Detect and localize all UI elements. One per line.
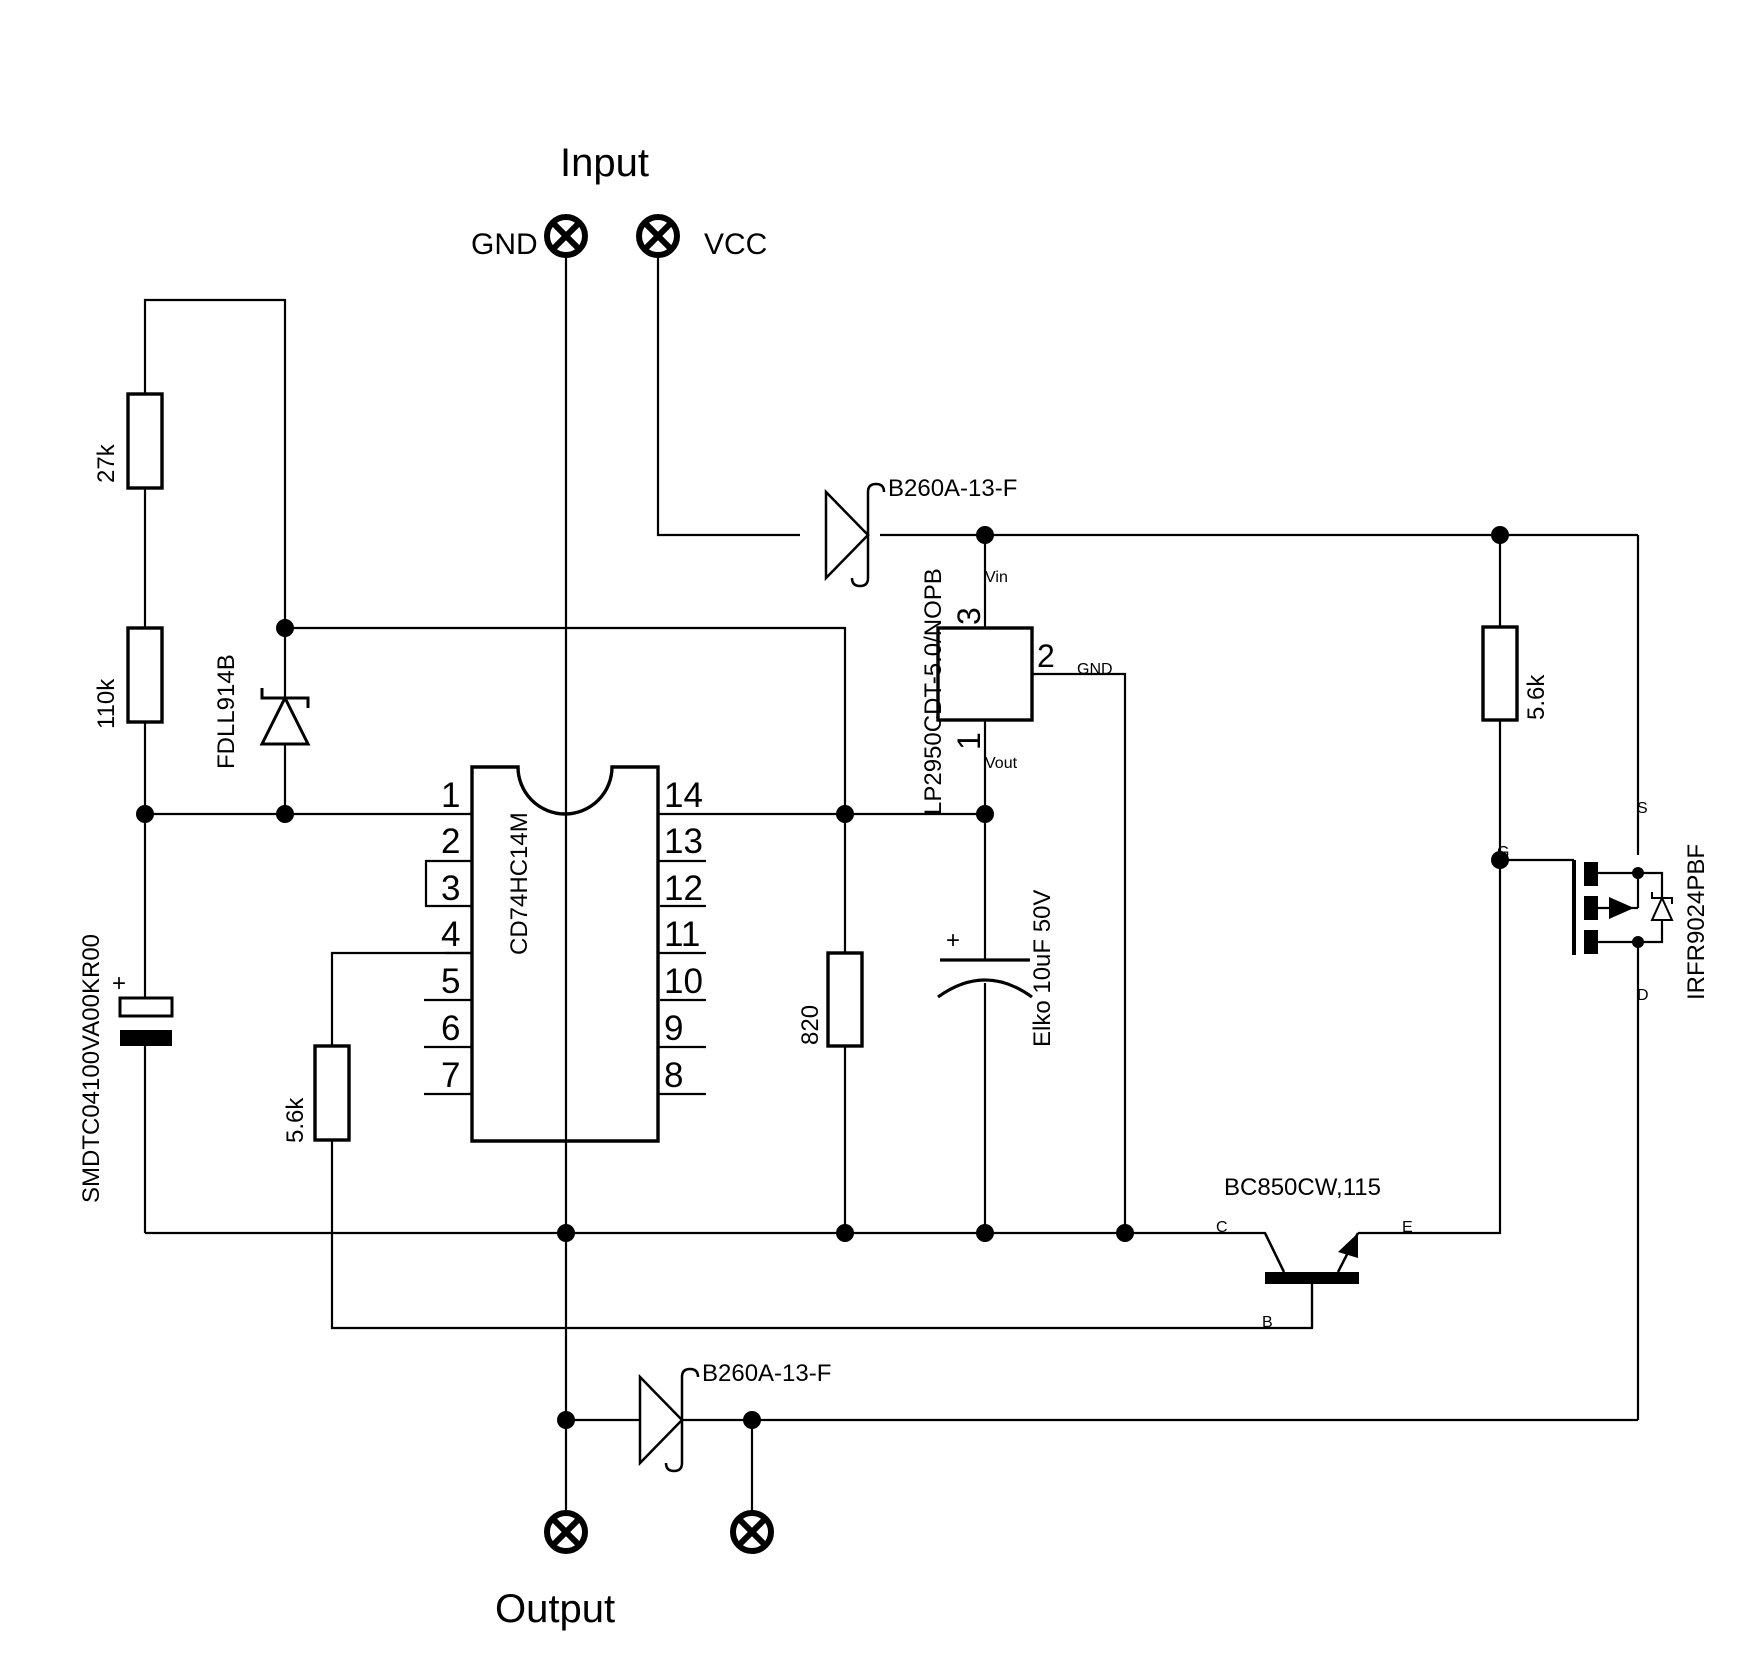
resistor-27k <box>126 392 164 490</box>
label-r-820: 820 <box>797 1005 824 1045</box>
label-elko-plus: + <box>946 927 960 954</box>
mosfet-pin-g: G <box>1497 844 1509 861</box>
output-positive-terminal <box>730 1510 774 1554</box>
resistor-5k6-right <box>1481 625 1519 722</box>
label-zener: FDLL914B <box>213 654 240 769</box>
label-regulator: LP2950CDT-5.0/NOPB <box>920 568 947 815</box>
ic-pin-14: 14 <box>664 776 703 815</box>
electrolytic-capacitor-symbol <box>937 958 1033 999</box>
ic-pin-11: 11 <box>664 915 700 954</box>
vcc-input-label: VCC <box>704 228 767 261</box>
ic-pin-4: 4 <box>441 915 460 954</box>
ic-pin-6: 6 <box>441 1009 460 1048</box>
reg-gnd-label: GND <box>1077 661 1113 678</box>
mosfet-symbol <box>1572 860 1674 955</box>
resistor-5k6-left <box>313 1044 351 1142</box>
tantalum-capacitor-symbol <box>118 996 174 1046</box>
label-r-27k: 27k <box>93 443 120 483</box>
label-ic: CD74HC14M <box>506 812 533 955</box>
zener-diode-symbol <box>259 688 311 746</box>
gnd-input-label: GND <box>471 228 538 261</box>
reg-pin-3: 3 <box>951 607 987 625</box>
mosfet-pin-s: S <box>1637 800 1648 817</box>
reg-vout-label: Vout <box>985 755 1018 772</box>
resistor-110k <box>126 626 164 724</box>
label-diode-bottom: B260A-13-F <box>702 1360 831 1387</box>
reg-pin-2: 2 <box>1037 638 1055 674</box>
bjt-pin-b: B <box>1262 1314 1273 1331</box>
ic-pin-1: 1 <box>441 776 460 815</box>
ic-pin-13: 13 <box>664 822 703 861</box>
input-gnd-terminal <box>544 214 588 258</box>
label-diode-top: B260A-13-F <box>888 475 1017 502</box>
label-cap-tant-plus: + <box>112 970 126 997</box>
mosfet-pin-d: D <box>1637 987 1649 1004</box>
schottky-diode-bottom <box>638 1367 700 1473</box>
wires <box>143 254 1640 1516</box>
ic-pin-8: 8 <box>664 1056 683 1095</box>
label-cap-tant: SMDTC04100VA00KR00 <box>78 934 105 1203</box>
reg-vin-label: Vin <box>985 569 1008 586</box>
resistor-820 <box>826 951 864 1048</box>
label-r-110k: 110k <box>93 678 120 729</box>
ic-pin-9: 9 <box>664 1009 683 1048</box>
reg-pin-1: 1 <box>951 732 987 750</box>
bjt-symbol <box>1263 1232 1360 1328</box>
label-elko: Elko 10uF 50V <box>1029 890 1056 1047</box>
label-r-5k6-right: 5.6k <box>1523 674 1550 720</box>
ic-pin-2: 2 <box>441 822 460 861</box>
output-gnd-terminal <box>544 1510 588 1554</box>
label-mosfet: IRFR9024PBF <box>1683 844 1710 1000</box>
ic-pin-10: 10 <box>664 962 703 1001</box>
label-r-5k6-left: 5.6k <box>282 1097 309 1143</box>
input-vcc-terminal <box>636 214 680 258</box>
ic-pin-12: 12 <box>664 869 703 908</box>
regulator-body <box>936 626 1034 722</box>
bjt-pin-e: E <box>1402 1219 1413 1236</box>
bjt-pin-c: C <box>1216 1219 1228 1236</box>
label-transistor: BC850CW,115 <box>1224 1174 1381 1201</box>
junction-dots <box>136 526 1509 1429</box>
ic-pin-3: 3 <box>441 869 460 908</box>
schottky-diode-top <box>824 482 886 588</box>
output-title: Output <box>495 1587 615 1631</box>
ic-pin-7: 7 <box>441 1056 460 1095</box>
ic-pin-5: 5 <box>441 962 460 1001</box>
input-title: Input <box>560 141 649 185</box>
